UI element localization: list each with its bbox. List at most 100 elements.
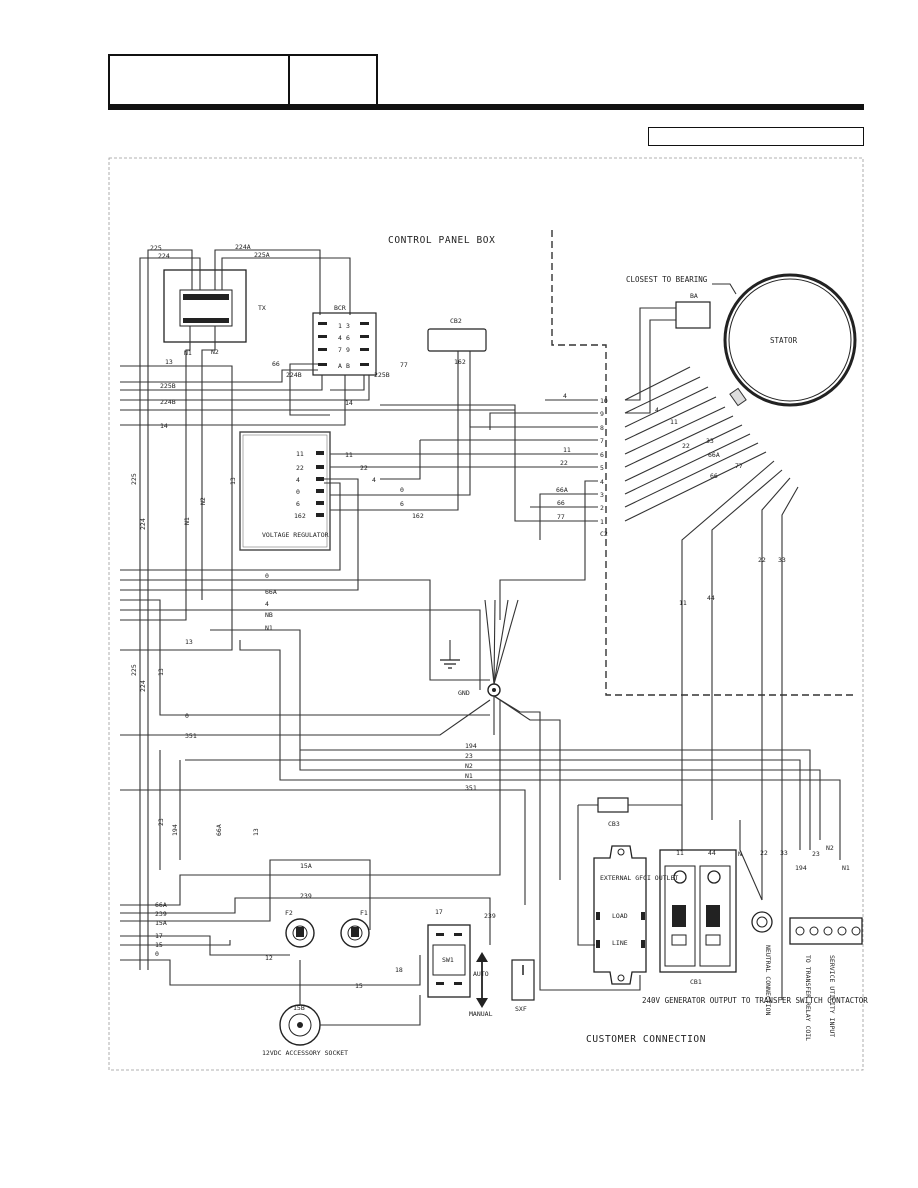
svg-text:77: 77 (557, 513, 565, 521)
gnd-label: GND (458, 689, 470, 697)
c2-pin: 9 (489, 410, 604, 430)
svg-text:A: A (338, 362, 342, 370)
bearing-sensor (675, 301, 711, 329)
svg-text:7: 7 (600, 437, 604, 445)
cb2-breaker (427, 328, 487, 352)
svg-text:4: 4 (296, 476, 300, 484)
cb1-breaker (659, 849, 737, 973)
svg-text:7: 7 (338, 346, 342, 354)
svg-text:0: 0 (296, 488, 300, 496)
svg-text:224: 224 (139, 680, 147, 692)
cb2-wire-label: 162 (454, 358, 466, 366)
left-bus (120, 365, 841, 986)
c2-pin: 177 (380, 404, 604, 526)
fuse-f1 (340, 918, 370, 948)
svg-text:22: 22 (296, 464, 304, 472)
bearing-id-label: BA (690, 292, 698, 300)
vr-wire-label: 162 (412, 512, 424, 520)
bearing-wire (625, 319, 676, 414)
bcr-wire-label: 225B (374, 371, 390, 379)
svg-text:13: 13 (157, 668, 165, 676)
fuse-f2-label: F2 (285, 909, 293, 917)
header-right-box (648, 127, 864, 146)
svg-text:4: 4 (600, 478, 604, 486)
vr-wire (120, 482, 341, 571)
lead-label: 33 (706, 437, 714, 445)
auto-label: AUTO (473, 970, 489, 978)
neutral-connection-label: NEUTRAL CONNECTION (764, 945, 772, 1016)
svg-text:6: 6 (296, 500, 300, 508)
transformer-wires (120, 249, 351, 970)
customer-connection-label: CUSTOMER CONNECTION (586, 1034, 706, 1045)
vr-wire-label: 0 (400, 486, 404, 494)
transformer-winding (183, 294, 229, 300)
left-wire-label: 13 (185, 638, 193, 646)
bottom-wire-label: 239 (300, 892, 312, 900)
svg-text:5: 5 (600, 464, 604, 472)
neutral-wire (739, 820, 763, 901)
svg-text:162: 162 (294, 512, 306, 520)
tx-wire-label: 224 (158, 252, 170, 260)
left-wire-label: 225B (160, 382, 176, 390)
svg-text:66A: 66A (215, 824, 223, 836)
vr-wire (380, 440, 421, 480)
sxf-fuse (511, 959, 535, 1001)
transformer-label: TX (258, 304, 266, 312)
cb2-wire (330, 351, 459, 511)
bottom-wire-label: 194 (465, 742, 477, 750)
control-panel-boundary (551, 230, 853, 696)
c2-pin: 611 (330, 446, 604, 459)
vr-wire-label: 11 (345, 451, 353, 459)
svg-text:194: 194 (171, 824, 179, 836)
svg-text:10: 10 (600, 397, 608, 405)
diagram-frame (108, 157, 864, 1071)
bcr-wire-label: 77 (400, 361, 408, 369)
vr-wire (120, 478, 359, 591)
left-wire-label: 15 (155, 941, 163, 949)
left-wire-label: 0 (265, 572, 269, 580)
cb2-wire (330, 351, 471, 496)
left-wire-label: 66A (265, 588, 277, 596)
vr-wire-label: 6 (400, 500, 404, 508)
svg-text:13: 13 (252, 828, 260, 836)
bcr-wire-label: 224B (286, 371, 302, 379)
manual-label: MANUAL (469, 1010, 493, 1018)
bcr-wires (120, 363, 370, 426)
left-wire-label: 239 (155, 910, 167, 918)
c2-pin: 522 (330, 459, 604, 472)
bottom-wire-label: 15 (355, 982, 363, 990)
socket-wire (320, 995, 421, 1026)
cb2-label: CB2 (450, 317, 462, 325)
utility-input-label: SERVICE UTILITY INPUT (828, 955, 836, 1037)
tx-wire-label: 224A (235, 243, 251, 251)
stator-outer (723, 273, 857, 407)
bottom-wire-label: 18 (395, 966, 403, 974)
svg-text:2: 2 (600, 504, 604, 512)
svg-text:224: 224 (139, 518, 147, 530)
svg-text:225: 225 (130, 473, 138, 485)
left-wire-label: 0 (185, 712, 189, 720)
neutral-lug (751, 911, 773, 933)
left-wire-label: 14 (160, 422, 168, 430)
tx-wire-label: N1 (184, 349, 192, 357)
svg-text:9: 9 (346, 346, 350, 354)
bottom-wire-label: 351 (465, 784, 477, 792)
tx-wire-label: 225A (254, 251, 270, 259)
left-wire-label: 15A (155, 919, 167, 927)
cb-wire-label: 11 (676, 849, 684, 857)
bcr-label: BCR (334, 304, 346, 312)
sw1-switch (427, 924, 471, 998)
left-wire-label: 66A (155, 901, 167, 909)
transformer-body (163, 269, 247, 343)
c2-pin: 4 (499, 478, 604, 620)
vr-terminals: 11 22 4 0 6 162 (294, 450, 324, 520)
bottom-wire-label: 23 (465, 752, 473, 760)
fuse-f2 (285, 918, 315, 948)
cb-wire-label: N (738, 850, 742, 858)
lead-label: 22 (682, 442, 690, 450)
lead-label: 22 (758, 556, 766, 564)
voltage-regulator-label: VOLTAGE REGULATOR (262, 531, 329, 539)
cb-wire-label: N2 (826, 844, 834, 852)
